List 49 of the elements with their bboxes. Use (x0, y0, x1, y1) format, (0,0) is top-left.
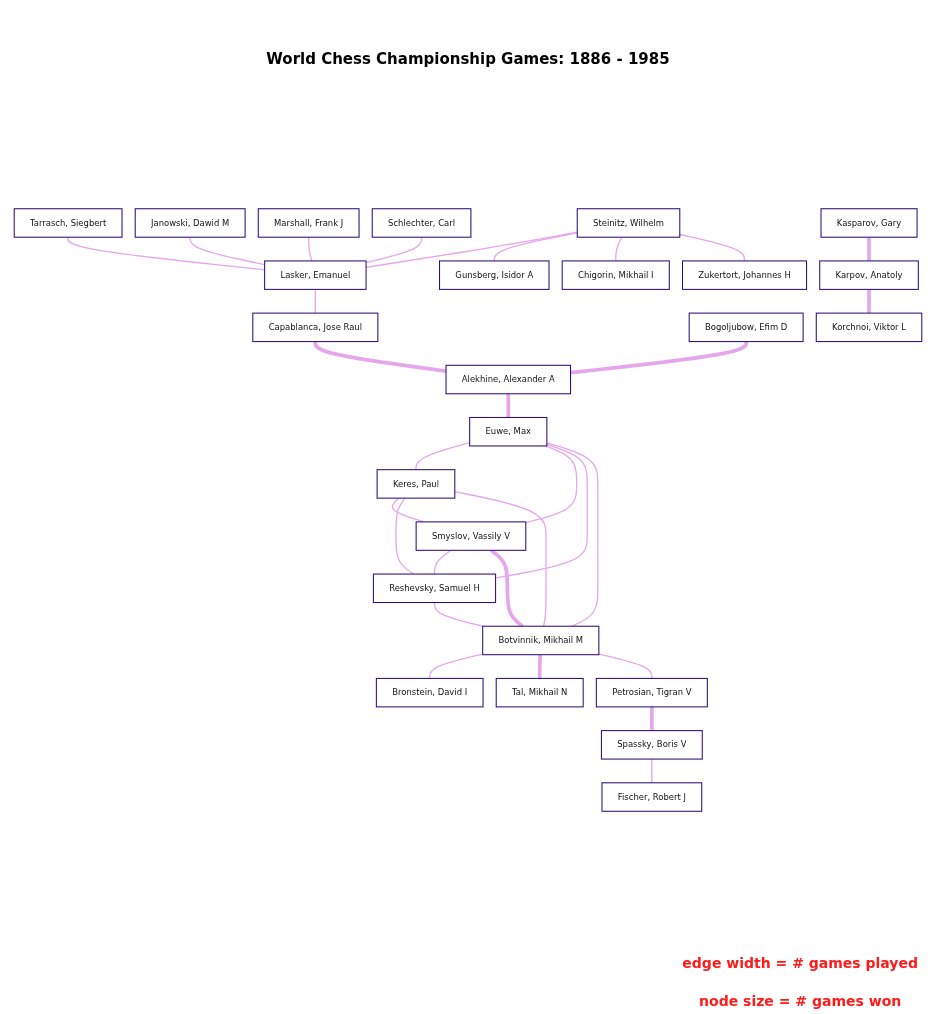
connector (615, 236, 623, 262)
chart-title: World Chess Championship Games: 1886 - 1985 (265, 50, 671, 68)
node-box: Zukertort, Johannes H (681, 260, 808, 290)
node-box: Schlechter, Carl (371, 208, 472, 238)
note-text: node size = # games won (698, 993, 903, 1009)
node-box: Bogoljubow, Efim D (688, 312, 804, 343)
connector (650, 706, 654, 731)
connector (433, 549, 452, 575)
connector (308, 236, 313, 262)
connector (537, 654, 543, 679)
node-box: Janowski, Dawid M (134, 208, 246, 238)
note-text: edge width = # games played (682, 955, 918, 971)
node-box: Alekhine, Alexander A (445, 364, 572, 395)
connector (506, 393, 511, 418)
node-box: Lasker, Emanuel (264, 260, 367, 290)
connector (395, 497, 415, 575)
connector (867, 237, 871, 261)
node-box: Korchnoi, Viktor L (815, 312, 923, 343)
node-box: Reshevsky, Samuel H (372, 573, 497, 604)
node-box: Steinitz, Wilhelm (576, 208, 681, 238)
connector (679, 233, 746, 262)
connector (314, 288, 316, 314)
node-box: Botvinnik, Mikhail M (482, 625, 600, 656)
node-box: Capablanca, Jose Raul (252, 312, 379, 343)
connector (429, 653, 484, 680)
node-box: Tarrasch, Siegbert (13, 208, 123, 238)
connector (313, 341, 447, 373)
connector (454, 491, 547, 627)
connector (867, 289, 871, 314)
node-box: Chigorin, Mikhail I (561, 260, 670, 290)
connector (651, 758, 653, 784)
node-box: Karpov, Anatoly (819, 260, 919, 290)
node-box: Fischer, Robert J (601, 782, 703, 812)
node-box: Tal, Mikhail N (495, 677, 584, 708)
node-box: Euwe, Max (469, 416, 548, 447)
node-box: Petrosian, Tigran V (595, 677, 708, 708)
connector (433, 601, 484, 627)
connector (493, 232, 578, 262)
connector (598, 653, 653, 680)
connector (525, 445, 578, 524)
node-box: Spassky, Boris V (600, 730, 703, 760)
node-box: Smyslov, Vassily V (415, 521, 527, 551)
connector (570, 341, 748, 375)
node-box: Marshall, Frank J (257, 208, 360, 238)
node-box: Kasparov, Gary (820, 208, 918, 238)
node-box: Gunsberg, Isidor A (439, 260, 550, 290)
node-box: Keres, Paul (376, 469, 456, 499)
node-box: Bronstein, David I (375, 677, 484, 708)
connector (546, 442, 599, 627)
